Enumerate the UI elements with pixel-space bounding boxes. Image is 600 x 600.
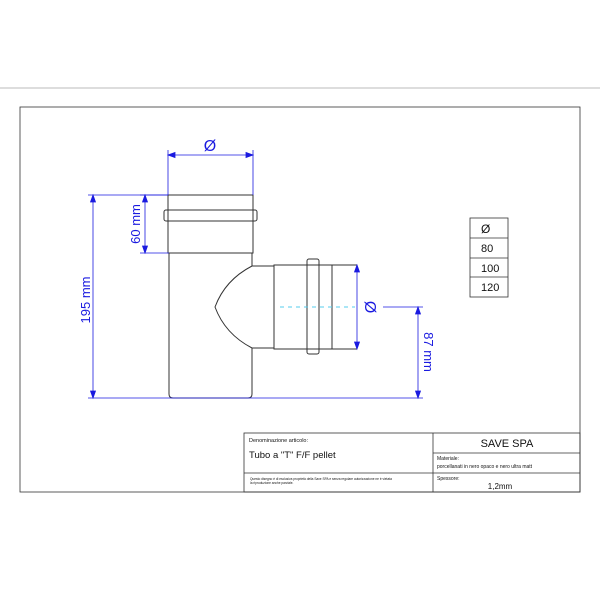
branch-height-label: 87 mm [421,332,436,372]
title-block [243,432,581,493]
top-diameter-label: Ø [204,138,216,155]
disclaimer-line2: la riproduzione anche parziale. [250,481,294,485]
drawing-frame [19,106,581,493]
top-socket [167,194,254,254]
disclaimer-line1: Questo disegno è di esclusiva proprietà … [250,477,392,481]
table-header: Ø [481,222,490,236]
dimension-lines [88,150,423,400]
main-pipe [168,253,253,399]
tee-pipe [163,194,357,399]
socket-length-label: 60 mm [128,204,143,244]
total-height-label: 195 mm [78,277,93,324]
thickness-label: Spessore: [437,476,460,482]
table-value: 100 [481,263,499,275]
name-label: Denominazione articolo: [249,438,308,444]
top-ring [163,209,258,222]
thickness: 1,2mm [488,482,513,491]
branch-diameter-label: Ø [363,301,380,313]
company-name: SAVE SPA [481,438,534,450]
diameter-table [469,217,509,298]
table-value: 80 [481,243,493,255]
material: porcellanati in nero opaco e nero ultra … [437,464,533,470]
table-value: 120 [481,282,499,294]
material-label: Materiale: [437,456,459,462]
branch-junction [214,253,274,349]
article-name: Tubo a "T" F/F pellet [249,450,336,461]
